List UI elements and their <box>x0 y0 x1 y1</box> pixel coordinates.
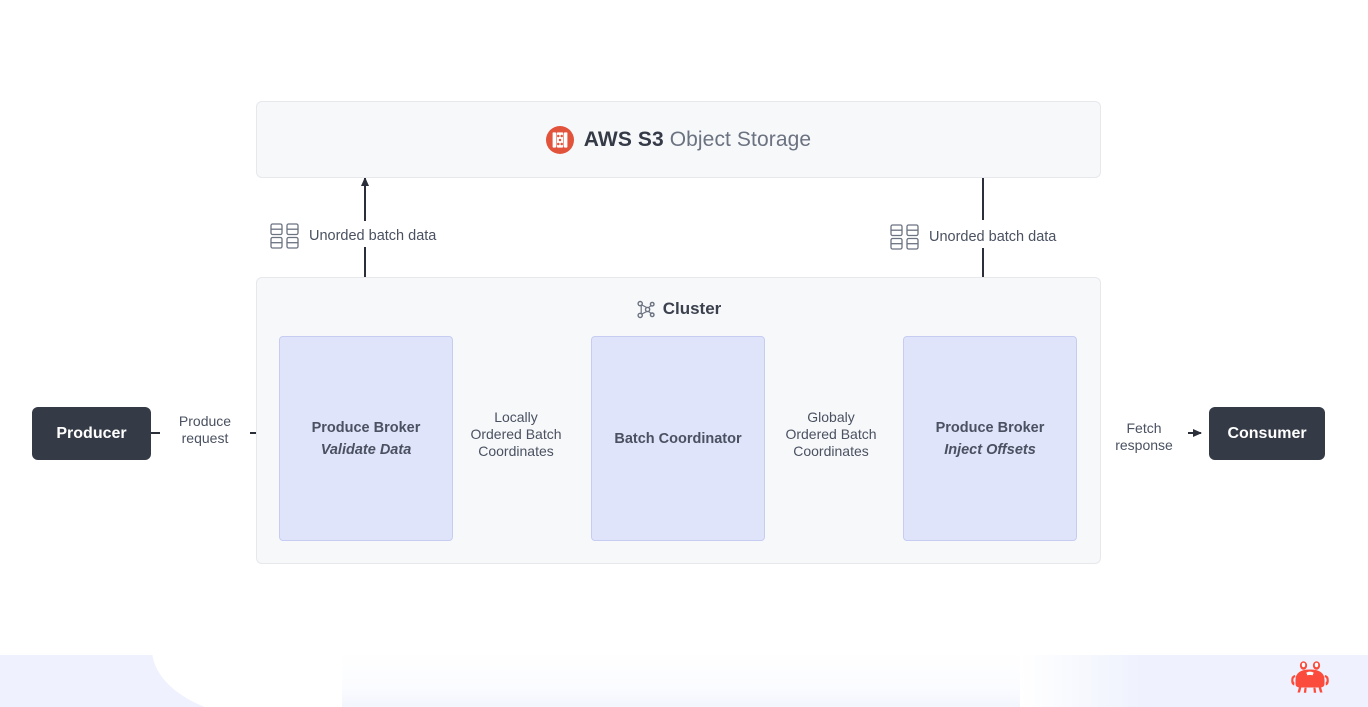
aws-s3-panel: AWS S3 Object Storage <box>256 101 1101 178</box>
endpoint-consumer-label: Consumer <box>1227 424 1307 442</box>
node-batch-coordinator[interactable]: Batch Coordinator <box>591 336 765 541</box>
unordered-batch-data-right-label: Unorded batch data <box>929 229 1057 245</box>
label-globaly-ordered-batch-coordinates: Globaly Ordered Batch Coordinates <box>785 409 877 459</box>
cluster-title: Cluster <box>662 299 722 318</box>
cluster-header: Cluster <box>257 299 1100 319</box>
database-grid-icon <box>270 223 300 249</box>
unordered-batch-data-right: Unorded batch data <box>890 224 1056 250</box>
unordered-batch-data-left: Unorded batch data <box>270 223 436 249</box>
aws-s3-icon <box>545 125 574 154</box>
footer-decoration-center <box>342 655 1042 707</box>
node-subtitle: Validate Data <box>320 441 412 458</box>
footer-decoration-right <box>1020 655 1140 707</box>
database-grid-icon <box>890 224 920 250</box>
crab-logo <box>1289 656 1331 698</box>
label-produce-request: Produce request <box>178 413 232 446</box>
label-fetch-response: Fetch response <box>1115 420 1173 453</box>
aws-s3-brand: AWS S3 <box>583 127 664 151</box>
aws-s3-title: AWS S3 Object Storage <box>584 128 811 152</box>
endpoint-producer-label: Producer <box>56 424 127 442</box>
label-locally-ordered-batch-coordinates: Locally Ordered Batch Coordinates <box>470 409 562 459</box>
node-produce-broker-validate[interactable]: Produce Broker Validate Data <box>279 336 453 541</box>
node-title: Batch Coordinator <box>614 430 742 447</box>
node-title: Produce Broker <box>935 419 1045 436</box>
cluster-network-icon <box>636 300 655 319</box>
endpoint-producer[interactable]: Producer <box>32 407 151 460</box>
unordered-batch-data-left-label: Unorded batch data <box>309 228 437 244</box>
footer-band <box>0 655 1368 707</box>
endpoint-consumer[interactable]: Consumer <box>1209 407 1325 460</box>
node-subtitle: Inject Offsets <box>944 441 1036 458</box>
footer-decoration-left <box>152 655 342 707</box>
node-produce-broker-inject[interactable]: Produce Broker Inject Offsets <box>903 336 1077 541</box>
node-title: Produce Broker <box>311 419 421 436</box>
aws-s3-subtitle: Object Storage <box>663 127 812 151</box>
